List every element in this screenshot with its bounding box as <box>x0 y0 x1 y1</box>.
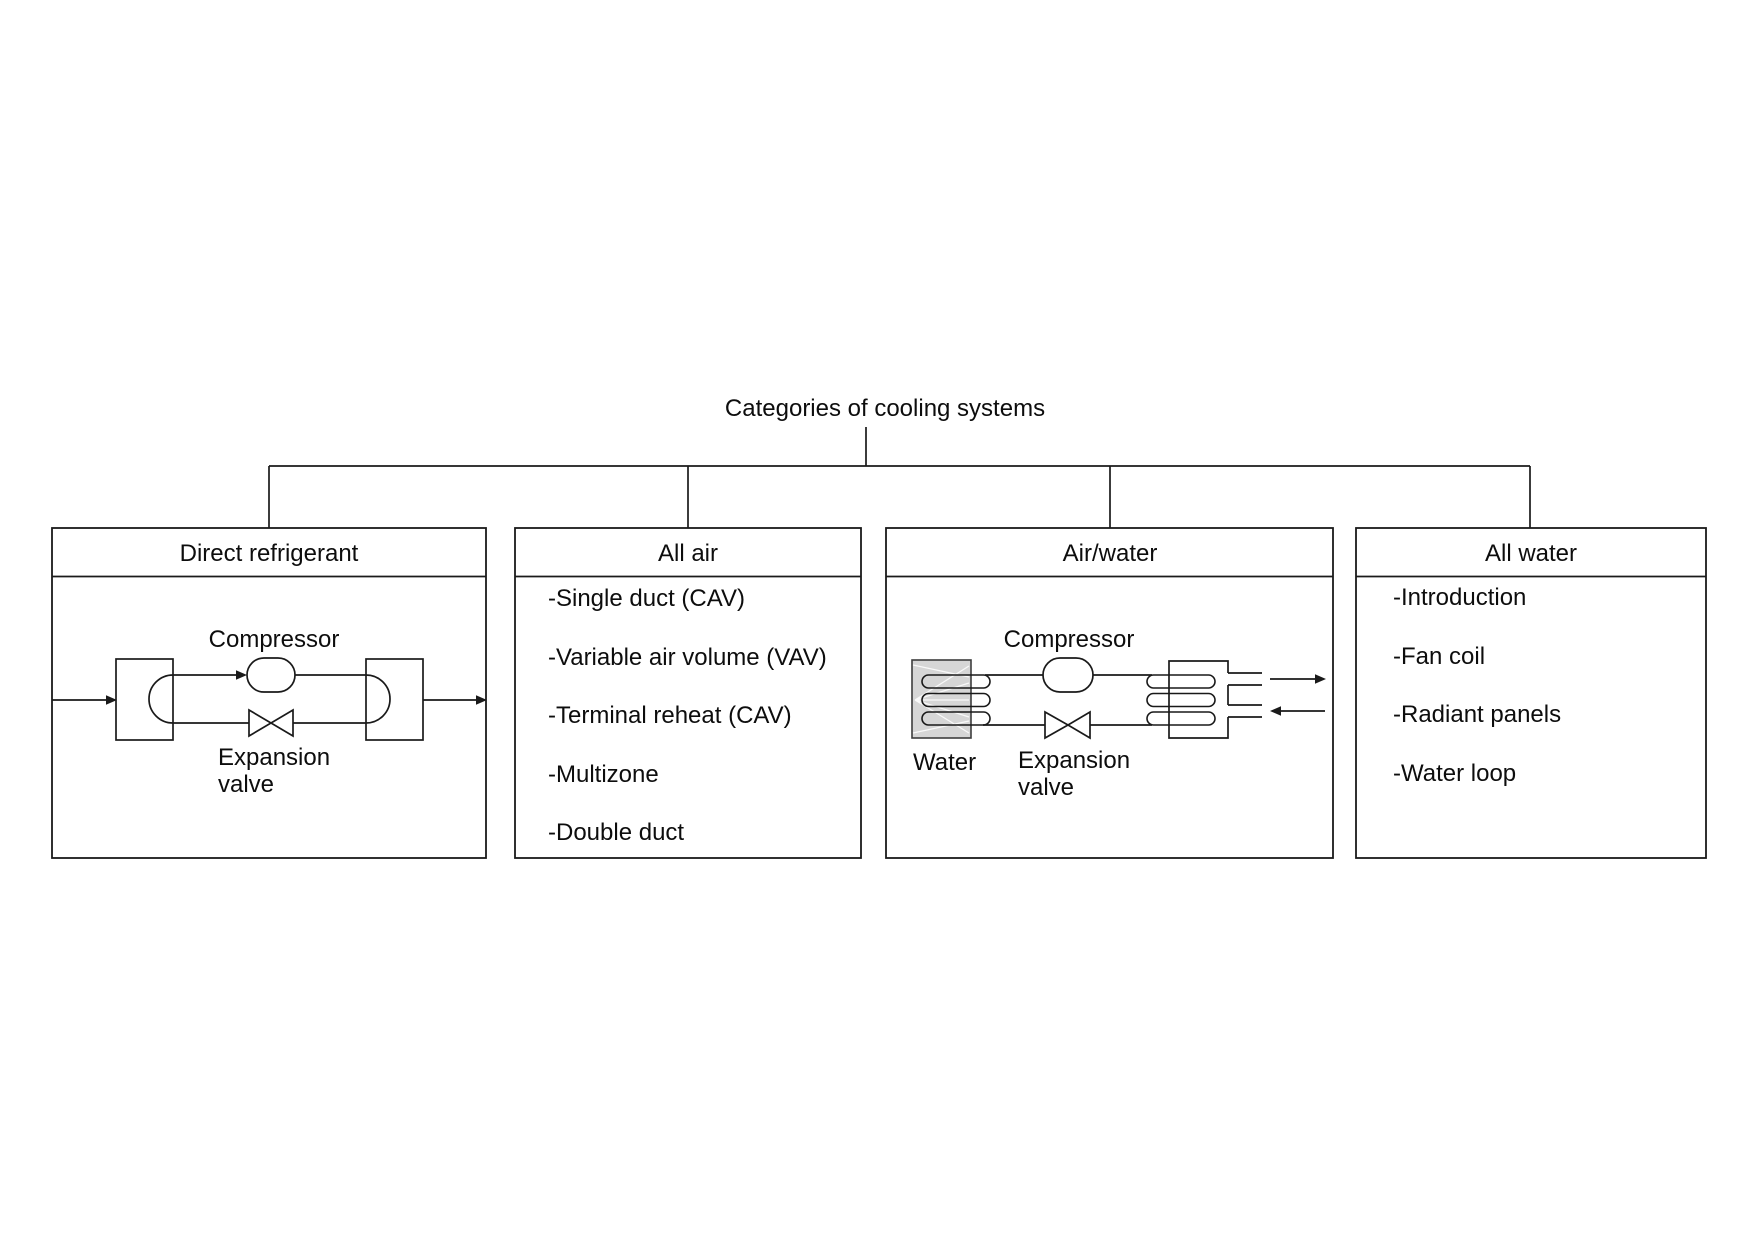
water-coil-tubes <box>921 674 991 726</box>
category-box-all-water: All water -Introduction -Fan coil -Radia… <box>1355 527 1707 859</box>
expansion-valve-label-line2: valve <box>1018 774 1074 801</box>
expansion-valve-label-line1: Expansion <box>1018 747 1130 774</box>
tree-root: Categories of cooling systems <box>268 395 1531 528</box>
list-item: -Introduction <box>1393 584 1526 611</box>
expansion-valve-label-line1: Expansion <box>218 744 330 771</box>
list-item: -Water loop <box>1393 760 1516 787</box>
compressor-label: Compressor <box>1004 626 1135 653</box>
duct-stub-lines <box>1228 672 1262 718</box>
evaporator-ubend <box>148 674 174 724</box>
coil-tube <box>921 711 991 726</box>
valve-right-triangle <box>269 708 294 738</box>
list-item: -Variable air volume (VAV) <box>548 644 827 671</box>
list-item: -Single duct (CAV) <box>548 585 745 612</box>
coil-tube <box>1146 711 1216 726</box>
coil-tube <box>1146 674 1216 689</box>
box-title: Air/water <box>1063 540 1158 567</box>
compressor-label: Compressor <box>209 626 340 653</box>
compressor-symbol <box>246 657 296 693</box>
supply-air-arrow-icon <box>1315 674 1326 684</box>
list-item: -Terminal reheat (CAV) <box>548 702 792 729</box>
list-item: -Double duct <box>548 819 684 846</box>
outlet-arrow-icon <box>476 695 487 705</box>
category-box-direct-refrigerant: Direct refrigerant Compressor Expansion … <box>51 527 487 859</box>
list-item: -Radiant panels <box>1393 701 1561 728</box>
air-water-schematic: Compressor Water Expansion valve <box>911 626 1326 801</box>
box-outline <box>514 527 862 859</box>
expansion-valve-label-line2: valve <box>218 771 274 798</box>
condenser-ubend <box>365 674 391 724</box>
expansion-valve-symbol <box>248 708 294 738</box>
box-title: All air <box>658 540 718 567</box>
refrigerant-pipes <box>983 674 1152 726</box>
box-outline <box>1355 527 1707 859</box>
box-title: Direct refrigerant <box>180 540 359 567</box>
list-item: -Multizone <box>548 761 659 788</box>
box-outline <box>51 527 487 859</box>
pipe-arrow-icon <box>236 670 247 680</box>
valve-left-triangle <box>248 708 273 738</box>
all-air-list: -Single duct (CAV) -Variable air volume … <box>548 585 827 846</box>
air-coil-tubes <box>1146 674 1216 726</box>
coil-tube <box>921 692 991 708</box>
list-item: -Fan coil <box>1393 643 1485 670</box>
air-handler-outline <box>1168 660 1229 739</box>
tree-connector-lines <box>268 427 1531 528</box>
box-title: All water <box>1485 540 1577 567</box>
valve-left-triangle <box>1044 710 1070 740</box>
evaporator-rect <box>115 658 174 741</box>
direct-refrigerant-schematic: Compressor Expansion valve <box>52 626 487 798</box>
coil-tube <box>921 674 991 689</box>
all-water-list: -Introduction -Fan coil -Radiant panels … <box>1393 584 1561 787</box>
category-box-air-water: Air/water Compressor <box>885 527 1334 859</box>
diagram-title: Categories of cooling systems <box>725 395 1045 422</box>
expansion-valve-symbol <box>1044 710 1091 740</box>
coil-tube <box>1146 692 1216 708</box>
return-air-arrow-icon <box>1270 706 1281 716</box>
compressor-symbol <box>1042 657 1094 693</box>
category-box-all-air: All air -Single duct (CAV) -Variable air… <box>514 527 862 859</box>
water-coil-texture <box>912 664 970 734</box>
water-label: Water <box>913 749 976 776</box>
inlet-arrow-icon <box>106 695 117 705</box>
valve-right-triangle <box>1066 710 1091 740</box>
